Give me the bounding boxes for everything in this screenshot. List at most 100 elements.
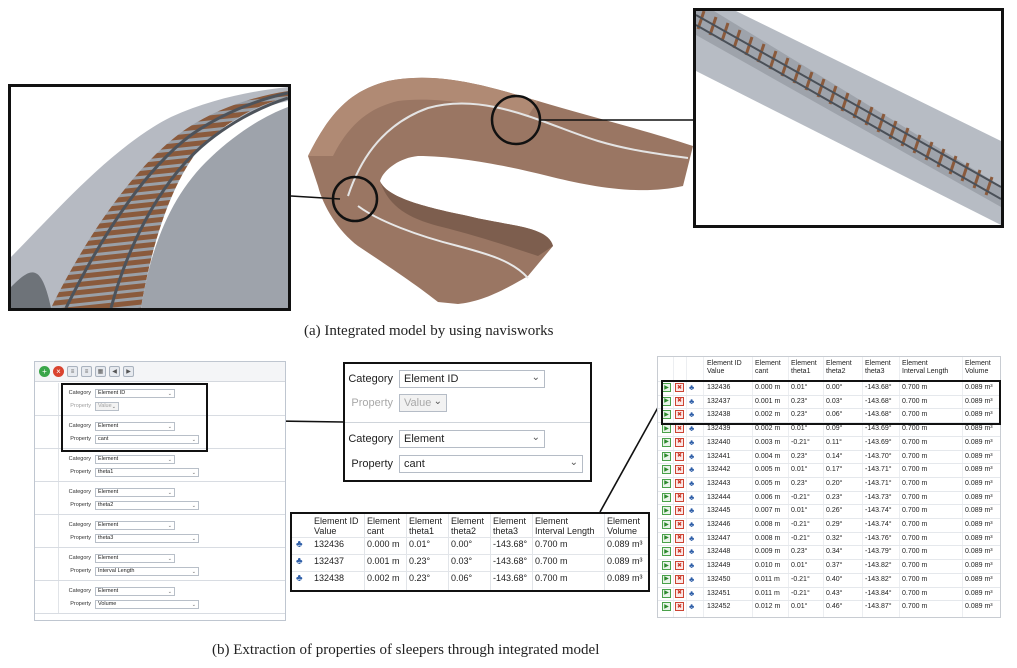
remove-icon[interactable]: ✖	[675, 561, 684, 571]
play-icon[interactable]: ▶	[662, 547, 671, 557]
remove-icon[interactable]: ✖	[675, 410, 684, 420]
remove-icon[interactable]: ✖	[675, 492, 684, 502]
play-icon[interactable]: ▶	[662, 492, 671, 502]
category-select[interactable]: Element⌄	[95, 586, 175, 596]
remove-icon[interactable]: ✖	[675, 451, 684, 461]
table-cell: 132451	[707, 589, 731, 597]
grid-icon[interactable]: ▦	[95, 366, 106, 377]
element-icon[interactable]: ♣	[689, 520, 695, 529]
remove-icon[interactable]: ✖	[675, 478, 684, 488]
remove-icon[interactable]: ✖	[675, 465, 684, 475]
category-select[interactable]: Element ID⌄	[95, 388, 175, 398]
element-icon[interactable]: ♣	[689, 533, 695, 543]
element-icon[interactable]: ♣	[689, 492, 695, 502]
column-header-line2: cant	[755, 368, 769, 375]
remove-icon[interactable]: ✖	[675, 520, 684, 529]
play-icon[interactable]: ▶	[662, 424, 671, 434]
play-icon[interactable]: ▶	[662, 506, 671, 516]
property-select[interactable]: Value ⌄	[399, 394, 447, 412]
back-icon[interactable]: ◀	[109, 366, 120, 377]
element-icon[interactable]: ♣	[689, 506, 695, 516]
list-icon[interactable]: ≡	[81, 366, 92, 377]
play-icon[interactable]: ▶	[662, 588, 671, 598]
category-select[interactable]: Element⌄	[95, 421, 175, 431]
property-select[interactable]: theta2⌄	[95, 500, 199, 510]
element-icon[interactable]: ♣	[689, 602, 695, 612]
play-icon[interactable]: ▶	[662, 478, 671, 488]
property-select[interactable]: theta1⌄	[95, 467, 199, 477]
element-icon[interactable]: ♣	[689, 547, 695, 557]
chevron-down-icon: ⌄	[191, 535, 196, 542]
property-select[interactable]: Volume⌄	[95, 599, 199, 609]
play-icon[interactable]: ▶	[662, 520, 671, 529]
element-icon[interactable]: ♣	[689, 465, 695, 475]
element-icon[interactable]: ♣	[689, 396, 695, 406]
property-select[interactable]: cant ⌄	[399, 455, 583, 473]
element-icon[interactable]: ♣	[689, 383, 695, 392]
element-icon[interactable]: ♣	[296, 573, 303, 584]
category-select[interactable]: Element ID ⌄	[399, 370, 545, 388]
element-icon[interactable]: ♣	[689, 574, 695, 584]
element-icon[interactable]: ♣	[689, 437, 695, 447]
property-select-value: cant	[98, 436, 109, 442]
play-icon[interactable]: ▶	[662, 561, 671, 571]
delete-icon[interactable]: ×	[53, 366, 64, 377]
play-icon[interactable]: ▶	[662, 465, 671, 475]
remove-icon[interactable]: ✖	[675, 588, 684, 598]
remove-icon[interactable]: ✖	[675, 383, 684, 392]
remove-icon[interactable]: ✖	[675, 602, 684, 612]
property-select[interactable]: Value⌄	[95, 401, 119, 411]
category-select-value: Element	[98, 456, 119, 462]
add-icon[interactable]: +	[39, 366, 50, 377]
element-icon[interactable]: ♣	[689, 561, 695, 571]
column-header-line2: theta1	[791, 368, 811, 375]
element-icon[interactable]: ♣	[296, 539, 303, 550]
category-select-value: Element ID	[404, 373, 459, 385]
remove-icon[interactable]: ✖	[675, 574, 684, 584]
remove-icon[interactable]: ✖	[675, 424, 684, 434]
remove-icon[interactable]: ✖	[675, 506, 684, 516]
category-select[interactable]: Element⌄	[95, 520, 175, 530]
property-select[interactable]: cant⌄	[95, 434, 199, 444]
play-icon[interactable]: ▶	[662, 574, 671, 584]
column-header-line2: Interval Length	[902, 368, 949, 375]
element-icon[interactable]: ♣	[689, 451, 695, 461]
property-select[interactable]: Interval Length⌄	[95, 566, 199, 576]
play-icon[interactable]: ▶	[662, 437, 671, 447]
category-select[interactable]: Element⌄	[95, 454, 175, 464]
table-cell: 0.03°	[451, 556, 473, 566]
list-icon[interactable]: ≡	[67, 366, 78, 377]
element-icon[interactable]: ♣	[689, 410, 695, 420]
element-icon[interactable]: ♣	[689, 588, 695, 598]
category-select[interactable]: Element⌄	[95, 487, 175, 497]
play-icon[interactable]: ▶	[662, 602, 671, 612]
property-select[interactable]: theta3⌄	[95, 533, 199, 543]
category-select[interactable]: Element ⌄	[399, 430, 545, 448]
play-icon[interactable]: ▶	[662, 533, 671, 543]
play-icon[interactable]: ▶	[662, 451, 671, 461]
remove-icon[interactable]: ✖	[675, 437, 684, 447]
remove-icon[interactable]: ✖	[675, 396, 684, 406]
element-icon[interactable]: ♣	[689, 478, 695, 488]
remove-icon[interactable]: ✖	[675, 533, 684, 543]
forward-icon[interactable]: ▶	[123, 366, 134, 377]
category-select[interactable]: Element⌄	[95, 553, 175, 563]
element-icon[interactable]: ♣	[689, 424, 695, 434]
element-icon[interactable]: ♣	[296, 556, 303, 567]
remove-icon[interactable]: ✖	[675, 547, 684, 557]
